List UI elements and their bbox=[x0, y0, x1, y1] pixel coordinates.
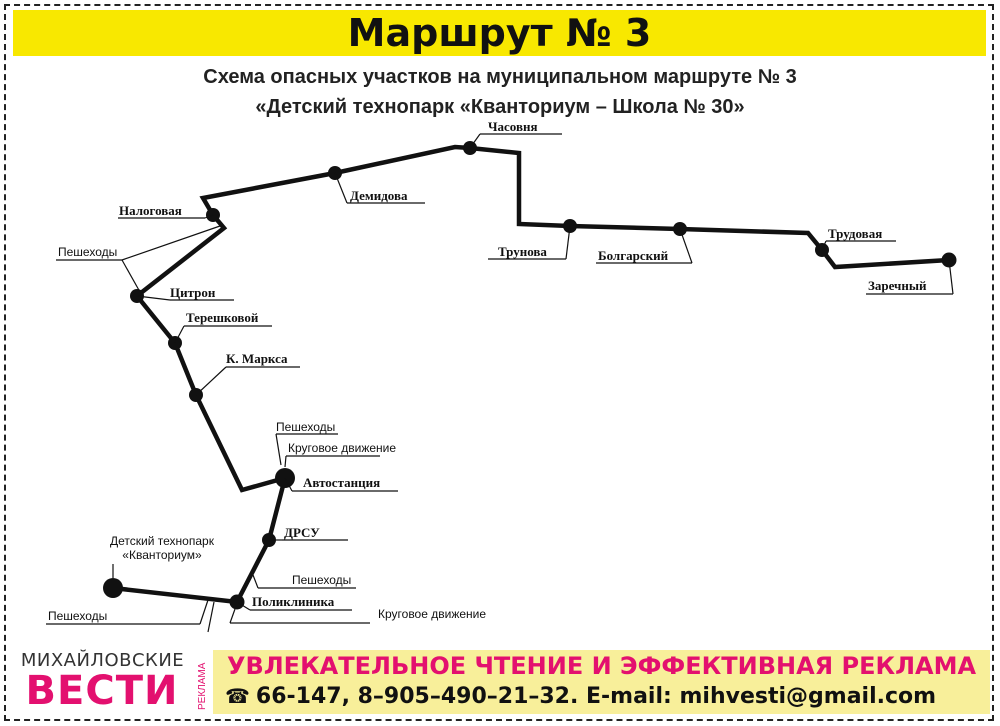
note-pedestrians-citron: Пешеходы bbox=[58, 245, 117, 259]
stop-label-avtostanciya: Автостанция bbox=[303, 475, 380, 490]
promo-box: УВЛЕКАТЕЛЬНОЕ ЧТЕНИЕ И ЭФФЕКТИВНАЯ РЕКЛА… bbox=[213, 650, 990, 714]
leader-lines bbox=[46, 133, 954, 633]
stop-label-drsu: ДРСУ bbox=[284, 525, 320, 540]
note-pedestrians-drsu: Пешеходы bbox=[292, 573, 351, 587]
dashed-cut-border bbox=[4, 4, 994, 721]
stop-label-nalogovaya: Налоговая bbox=[119, 203, 182, 218]
stop-label-poliklinika: Поликлиника bbox=[252, 594, 335, 609]
stop-marker-kvantorium bbox=[103, 578, 123, 598]
stop-label-demidova: Демидова bbox=[350, 188, 408, 203]
stop-label-tereshkovoy: Терешковой bbox=[186, 310, 259, 325]
note-pedestrians-avtostanciya: Пешеходы bbox=[276, 420, 335, 434]
route-line bbox=[112, 144, 950, 605]
contact-line: ☎66-147, 8–905–490–21–32. E-mail: mihves… bbox=[225, 684, 990, 709]
subtitle-line-1: Схема опасных участков на муниципальном … bbox=[203, 66, 797, 88]
stop-label-bolgarsky: Болгарский bbox=[598, 248, 669, 263]
note-roundabout-avtostanciya: Круговое движение bbox=[288, 441, 396, 455]
logo-top-text: МИХАЙЛОВСКИЕ bbox=[20, 650, 185, 671]
stop-label-zarechny: Заречный bbox=[868, 278, 927, 293]
stop-label-k-marksa: К. Маркса bbox=[226, 351, 288, 366]
kvantorium-label-line2: «Кванториум» bbox=[122, 548, 202, 562]
title-banner: Маршрут № 3 bbox=[13, 10, 986, 56]
advert-footer: МИХАЙЛОВСКИЕ ВЕСТИ РЕКЛАМА УВЛЕКАТЕЛЬНОЕ… bbox=[10, 648, 990, 716]
logo-side-text: РЕКЛАМА bbox=[197, 662, 208, 710]
stop-label-chasovnya: Часовня bbox=[488, 119, 538, 134]
page-title: Маршрут № 3 bbox=[347, 11, 652, 55]
stop-label-trunova: Трунова bbox=[498, 244, 547, 259]
stop-label-citron: Цитрон bbox=[170, 285, 216, 300]
note-pedestrians-poliklinika: Пешеходы bbox=[48, 609, 107, 623]
kvantorium-label-line1: Детский технопарк bbox=[110, 534, 215, 548]
logo-main-text: ВЕСТИ bbox=[25, 668, 179, 714]
contact-text: 66-147, 8–905–490–21–32. E-mail: mihvest… bbox=[255, 684, 937, 709]
telephone-icon: ☎ bbox=[225, 684, 250, 708]
newspaper-logo: МИХАЙЛОВСКИЕ ВЕСТИ bbox=[10, 648, 195, 716]
advert-slogan: УВЛЕКАТЕЛЬНОЕ ЧТЕНИЕ И ЭФФЕКТИВНАЯ РЕКЛА… bbox=[226, 652, 977, 680]
stop-label-trudovaya: Трудовая bbox=[828, 226, 882, 241]
note-roundabout-poliklinika: Круговое движение bbox=[378, 607, 486, 621]
subtitle-line-2: «Детский технопарк «Кванториум – Школа №… bbox=[255, 96, 745, 118]
